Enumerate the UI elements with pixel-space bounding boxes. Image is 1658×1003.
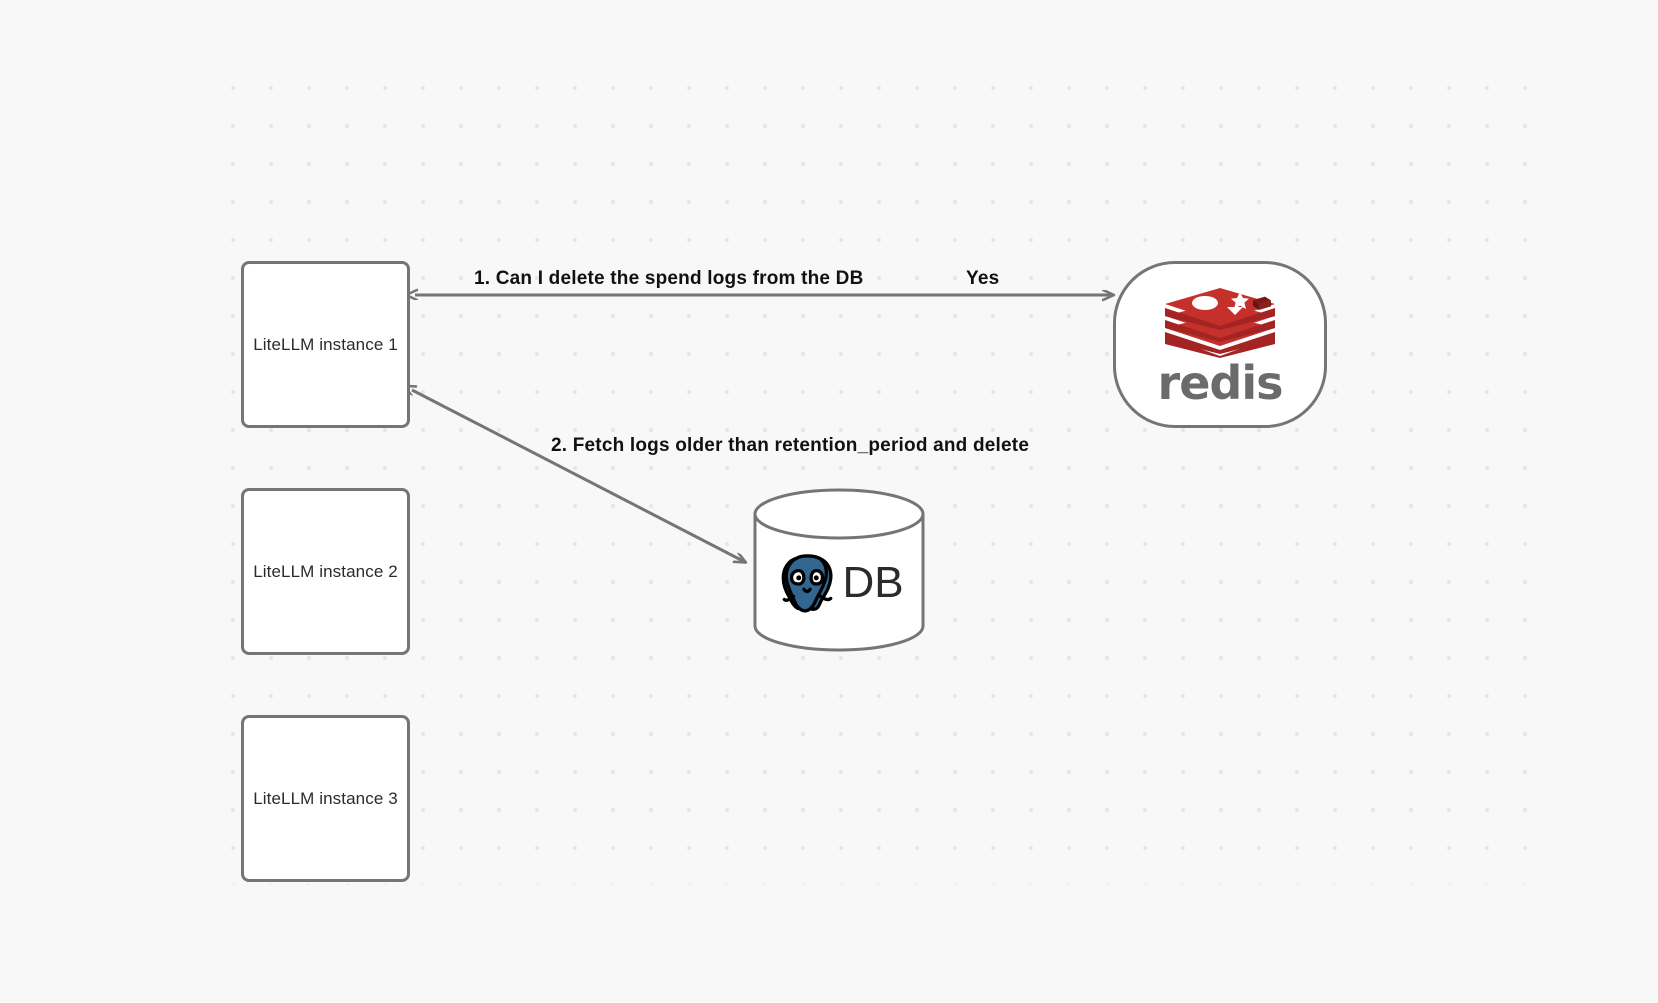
node-litellm-instance-1-label: LiteLLM instance 1 xyxy=(253,334,398,354)
edge-label-1-reply: Yes xyxy=(966,268,1000,289)
redis-logo-icon xyxy=(1165,287,1275,358)
edge-label-1: 1. Can I delete the spend logs from the … xyxy=(474,268,864,289)
database-cylinder-icon xyxy=(753,488,925,652)
redis-wordmark: redis xyxy=(1157,355,1284,410)
node-litellm-instance-2[interactable]: LiteLLM instance 2 xyxy=(241,488,410,655)
node-litellm-instance-3[interactable]: LiteLLM instance 3 xyxy=(241,715,410,882)
edge-label-2: 2. Fetch logs older than retention_perio… xyxy=(551,435,1030,456)
node-litellm-instance-1[interactable]: LiteLLM instance 1 xyxy=(241,261,410,428)
node-litellm-instance-3-label: LiteLLM instance 3 xyxy=(253,788,398,808)
postgresql-elephant-icon xyxy=(782,554,833,613)
database-label: DB xyxy=(842,558,904,607)
node-litellm-instance-2-label: LiteLLM instance 2 xyxy=(253,561,398,581)
node-redis[interactable]: redis xyxy=(1113,261,1327,428)
node-database[interactable]: DB xyxy=(753,488,925,652)
edge-litellm1-db xyxy=(412,390,745,562)
